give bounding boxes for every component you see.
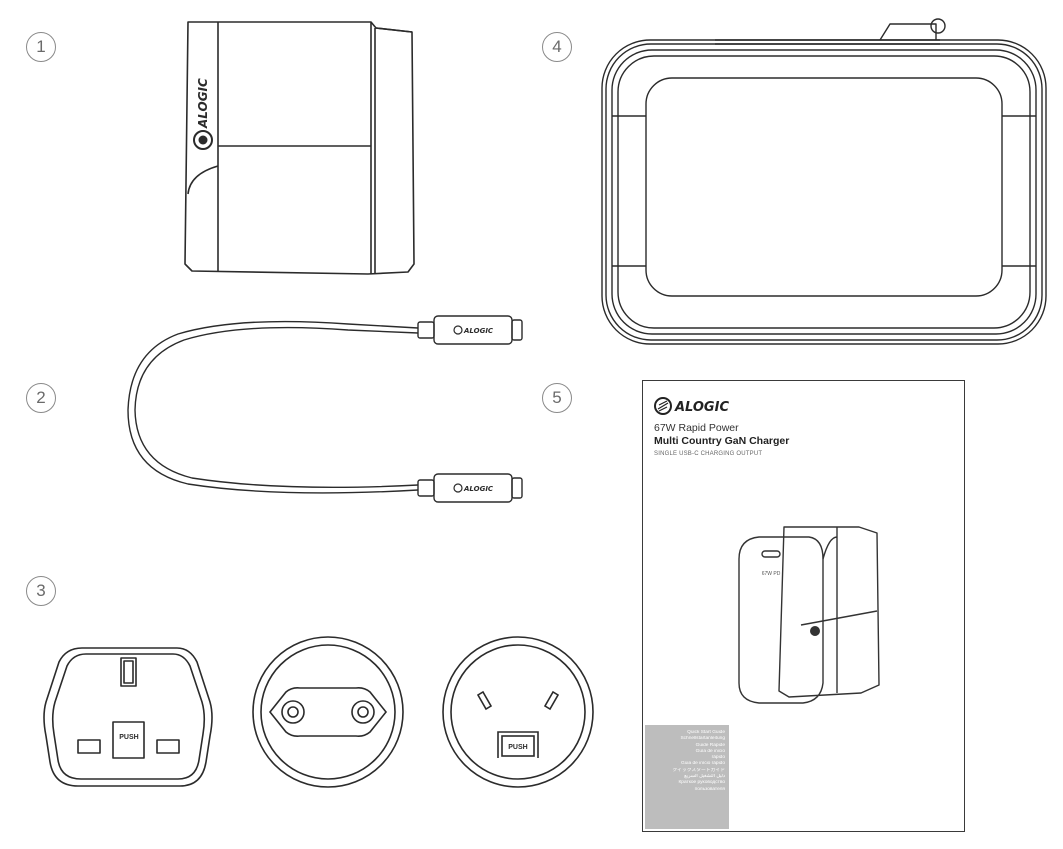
language-item: Guia de início rápido <box>681 761 725 767</box>
cable-logo-top: ALOGIC <box>453 325 494 335</box>
language-item: Краткое руководство <box>678 780 726 786</box>
usb-c-cable-illustration: ALOGIC ALOGIC <box>127 315 523 503</box>
uk-push-label: PUSH <box>119 734 138 741</box>
travel-case-illustration <box>601 18 1047 345</box>
charger-logo: ALOGIC <box>193 78 213 150</box>
item-number-5: 5 <box>542 383 572 413</box>
language-item: Schnellstartanleitung <box>680 736 725 742</box>
svg-text:ALOGIC: ALOGIC <box>196 78 210 129</box>
language-item: دليل التشغيل السريع <box>684 774 725 780</box>
item-number-1: 1 <box>26 32 56 62</box>
guide-tagline: SINGLE USB-C CHARGING OUTPUT <box>654 451 763 457</box>
svg-text:ALOGIC: ALOGIC <box>463 327 494 335</box>
language-item: Guía de inicio <box>695 748 725 754</box>
item-number-2: 2 <box>26 383 56 413</box>
item-number-3: 3 <box>26 576 56 606</box>
charger-illustration: ALOGIC <box>184 21 415 275</box>
guide-subtitle: 67W Rapid Power <box>654 422 739 434</box>
uk-plug-adapter-illustration: PUSH <box>43 647 213 787</box>
guide-charger-illustration: 67W PD <box>738 526 880 704</box>
language-item: пользователя <box>694 786 725 792</box>
language-item: クイックスタートガイド <box>672 767 725 773</box>
guide-language-list: Quick Start Guide Schnellstartanleitung … <box>645 725 729 829</box>
eu-plug-adapter-illustration <box>252 636 404 788</box>
item-number-4: 4 <box>542 32 572 62</box>
cable-logo-bottom: ALOGIC <box>453 483 494 493</box>
language-item: Guide Rapide <box>695 742 725 748</box>
language-item: Quick Start Guide <box>687 730 725 735</box>
svg-text:ALOGIC: ALOGIC <box>674 400 729 415</box>
svg-text:ALOGIC: ALOGIC <box>463 485 494 493</box>
language-item: rápido <box>711 755 725 761</box>
guide-port-label: 67W PD <box>762 571 781 577</box>
au-plug-adapter-illustration: PUSH <box>442 636 594 788</box>
au-push-label: PUSH <box>508 744 527 751</box>
guide-title: Multi Country GaN Charger <box>654 435 790 447</box>
quick-start-guide: ALOGIC 67W Rapid Power Multi Country GaN… <box>642 380 965 832</box>
guide-logo: ALOGIC <box>654 397 729 415</box>
